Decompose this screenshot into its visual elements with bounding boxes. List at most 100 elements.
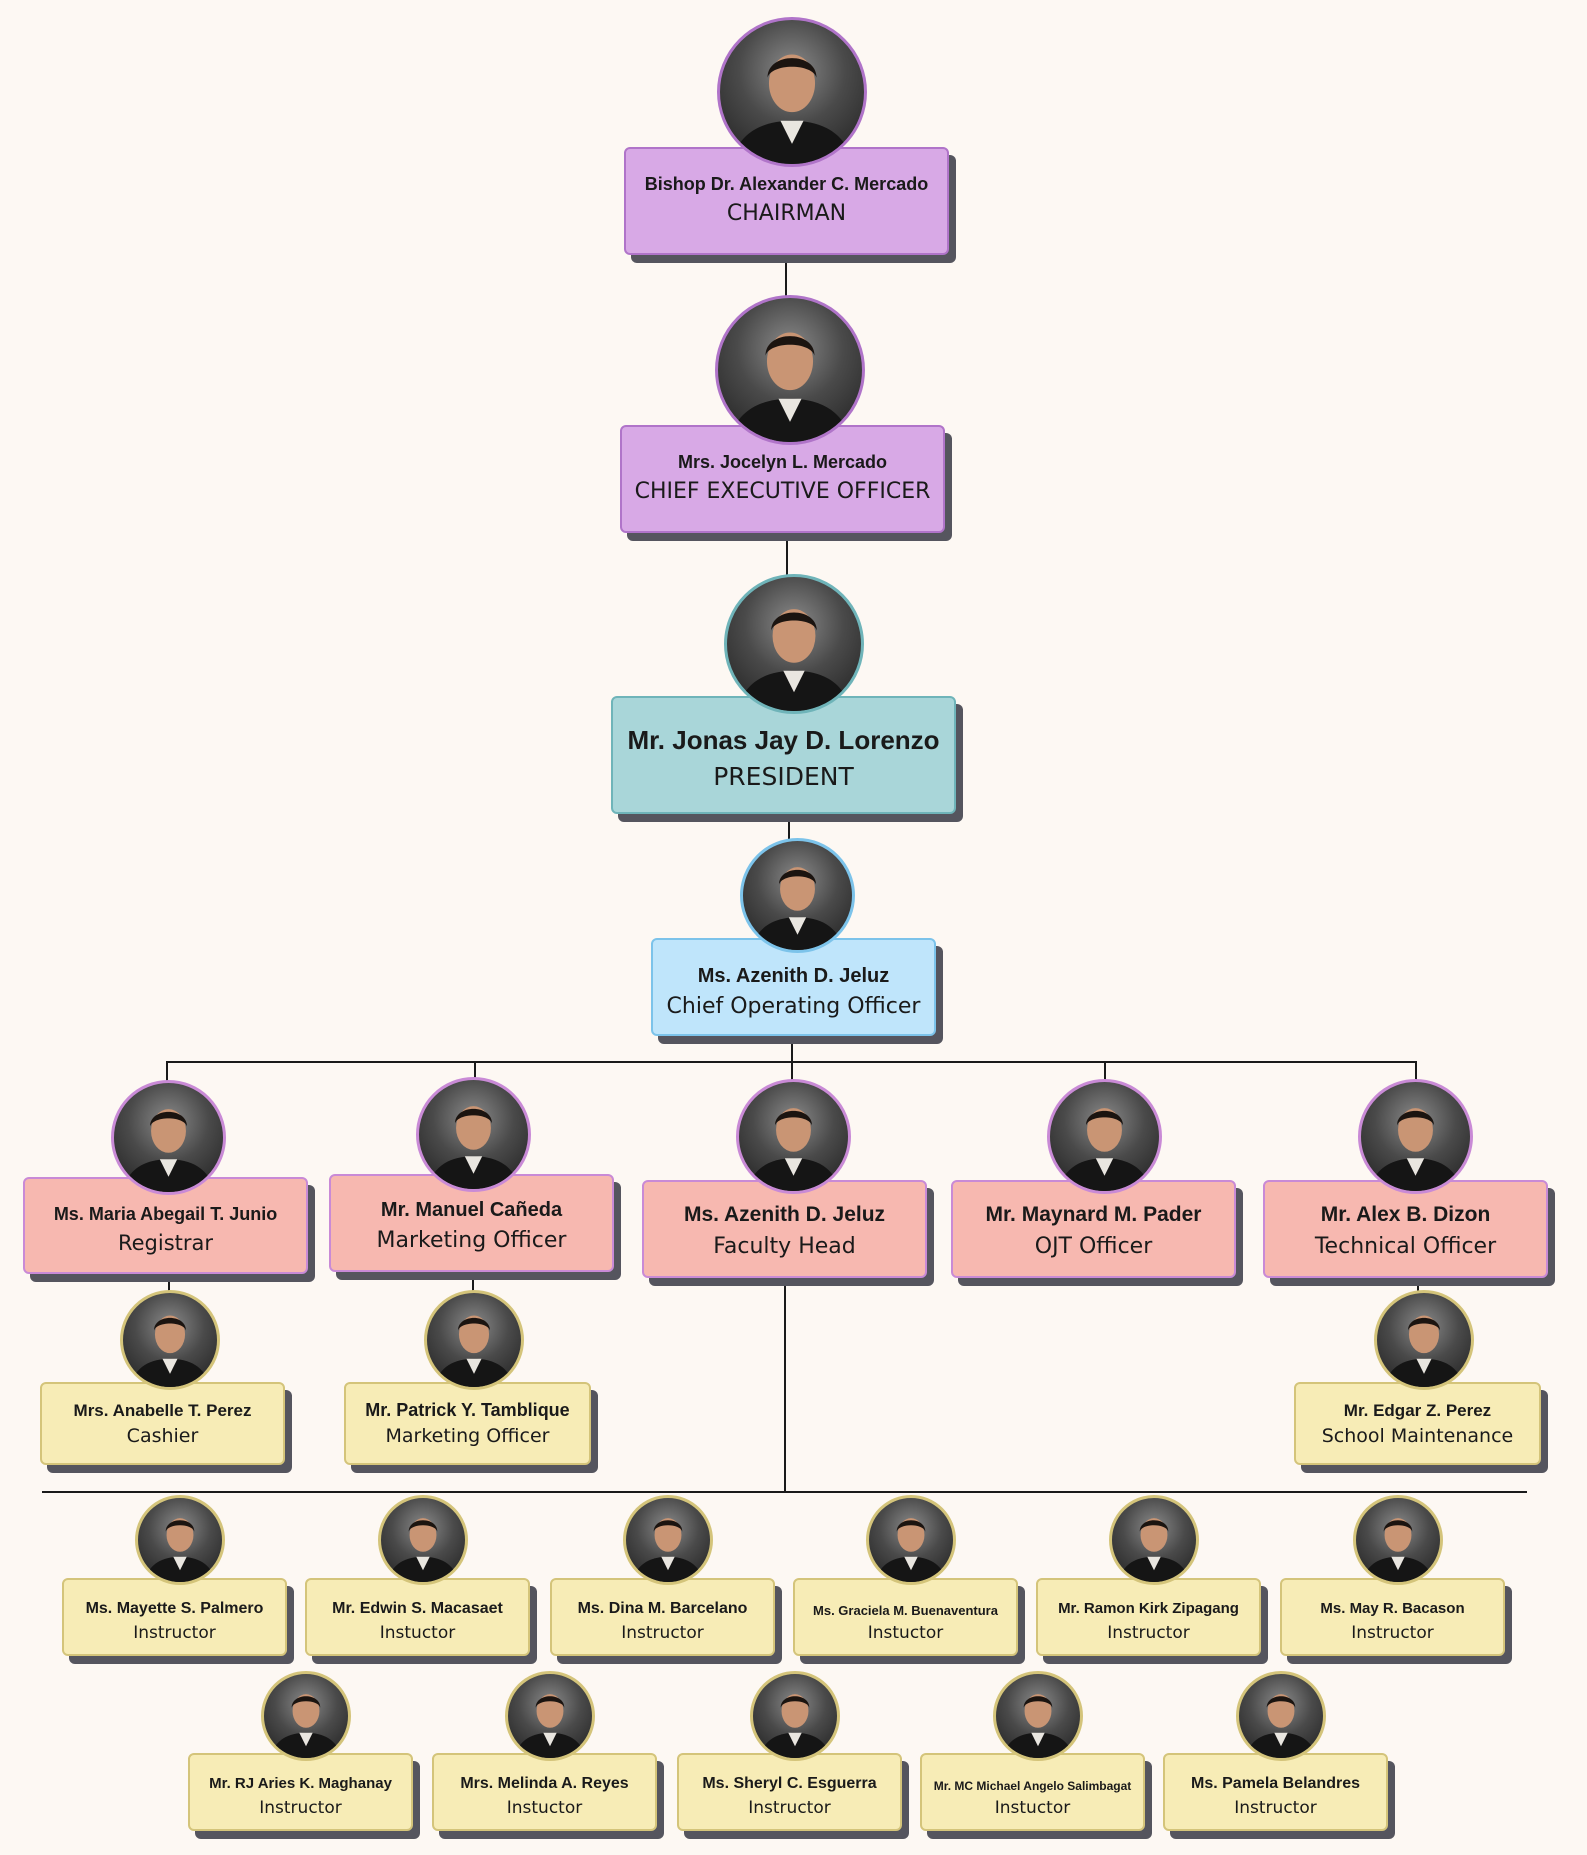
person-name: Ms. Sheryl C. Esguerra bbox=[702, 1774, 877, 1792]
person-name: Ms. Azenith D. Jeluz bbox=[697, 964, 890, 987]
person-role: Marketing Officer bbox=[385, 1425, 550, 1448]
connector-line bbox=[1104, 1061, 1106, 1081]
person-name: Ms. Mayette S. Palmero bbox=[85, 1599, 264, 1617]
person-role: Registrar bbox=[117, 1230, 214, 1255]
connector-line bbox=[472, 1272, 474, 1292]
person-role: Instructor bbox=[1351, 1622, 1434, 1643]
person-name: Mr. Maynard M. Pader bbox=[985, 1203, 1202, 1227]
connector-line bbox=[168, 1274, 170, 1296]
avatar bbox=[1357, 1078, 1473, 1194]
avatar bbox=[1353, 1495, 1443, 1585]
person-role: Cashier bbox=[126, 1425, 199, 1448]
connector-line bbox=[1415, 1061, 1417, 1081]
avatar bbox=[717, 17, 867, 167]
avatar bbox=[261, 1671, 351, 1761]
person-name: Mr. Edwin S. Macasaet bbox=[332, 1599, 503, 1617]
person-name: Bishop Dr. Alexander C. Mercado bbox=[644, 174, 929, 194]
person-role: School Maintenance bbox=[1321, 1425, 1514, 1448]
avatar bbox=[739, 837, 855, 953]
person-role: Instructor bbox=[748, 1797, 831, 1818]
connector-line bbox=[791, 1061, 793, 1081]
avatar bbox=[415, 1076, 531, 1192]
person-role: CHIEF EXECUTIVE OFFICER bbox=[634, 478, 931, 504]
person-name: Ms. Azenith D. Jeluz bbox=[683, 1203, 886, 1227]
person-name: Ms. May R. Bacason bbox=[1320, 1600, 1465, 1617]
avatar bbox=[120, 1290, 220, 1390]
avatar bbox=[424, 1290, 524, 1390]
person-name: Mrs. Melinda A. Reyes bbox=[460, 1774, 629, 1792]
person-role: Marketing Officer bbox=[376, 1227, 567, 1253]
person-role: Instuctor bbox=[867, 1622, 944, 1643]
person-role: Instructor bbox=[1107, 1622, 1190, 1643]
avatar bbox=[735, 1078, 851, 1194]
person-name: Ms. Pamela Belandres bbox=[1191, 1774, 1360, 1792]
person-role: PRESIDENT bbox=[713, 761, 854, 791]
avatar bbox=[724, 574, 864, 714]
person-name: Mr. Ramon Kirk Zipagang bbox=[1058, 1600, 1239, 1617]
person-role: CHAIRMAN bbox=[726, 200, 847, 226]
person-name: Ms. Graciela M. Buenaventura bbox=[813, 1602, 998, 1618]
person-name: Mr. RJ Aries K. Maghanay bbox=[209, 1775, 392, 1792]
avatar bbox=[135, 1495, 225, 1585]
person-role: Faculty Head bbox=[713, 1233, 856, 1259]
person-role: Instuctor bbox=[506, 1797, 583, 1818]
person-role: Instructor bbox=[259, 1797, 342, 1818]
connector-line bbox=[784, 1278, 786, 1491]
person-role: Chief Operating Officer bbox=[666, 993, 921, 1019]
avatar bbox=[1236, 1671, 1326, 1761]
avatar bbox=[1374, 1290, 1474, 1390]
person-role: OJT Officer bbox=[1034, 1233, 1153, 1259]
person-name: Mrs. Anabelle T. Perez bbox=[73, 1401, 252, 1420]
person-role: Instuctor bbox=[379, 1622, 456, 1643]
avatar bbox=[993, 1671, 1083, 1761]
avatar bbox=[1046, 1078, 1162, 1194]
connector-line bbox=[1417, 1278, 1419, 1298]
person-role: Instructor bbox=[621, 1622, 704, 1643]
person-role: Technical Officer bbox=[1314, 1233, 1497, 1259]
avatar bbox=[715, 295, 865, 445]
person-role: Instructor bbox=[133, 1622, 216, 1643]
person-name: Mr. MC Michael Angelo Salimbagat bbox=[933, 1778, 1132, 1793]
person-name: Mr. Patrick Y. Tamblique bbox=[365, 1399, 570, 1420]
person-name: Mr. Alex B. Dizon bbox=[1320, 1203, 1491, 1227]
avatar bbox=[866, 1495, 956, 1585]
avatar bbox=[1109, 1495, 1199, 1585]
person-name: Mr. Manuel Cañeda bbox=[380, 1198, 563, 1221]
person-role: Instuctor bbox=[994, 1797, 1071, 1818]
avatar bbox=[378, 1495, 468, 1585]
avatar bbox=[623, 1495, 713, 1585]
avatar bbox=[110, 1079, 226, 1195]
connector-line bbox=[785, 255, 787, 297]
connector-line bbox=[786, 533, 788, 575]
person-name: Mrs. Jocelyn L. Mercado bbox=[677, 452, 888, 472]
person-name: Ms. Maria Abegail T. Junio bbox=[53, 1204, 278, 1225]
connector-line bbox=[42, 1491, 1527, 1493]
connector-line bbox=[791, 1036, 793, 1062]
person-name: Mr. Edgar Z. Perez bbox=[1343, 1401, 1492, 1420]
avatar bbox=[750, 1671, 840, 1761]
connector-line bbox=[788, 814, 790, 840]
connector-line bbox=[474, 1061, 476, 1081]
person-name: Ms. Dina M. Barcelano bbox=[577, 1599, 748, 1617]
avatar bbox=[505, 1671, 595, 1761]
